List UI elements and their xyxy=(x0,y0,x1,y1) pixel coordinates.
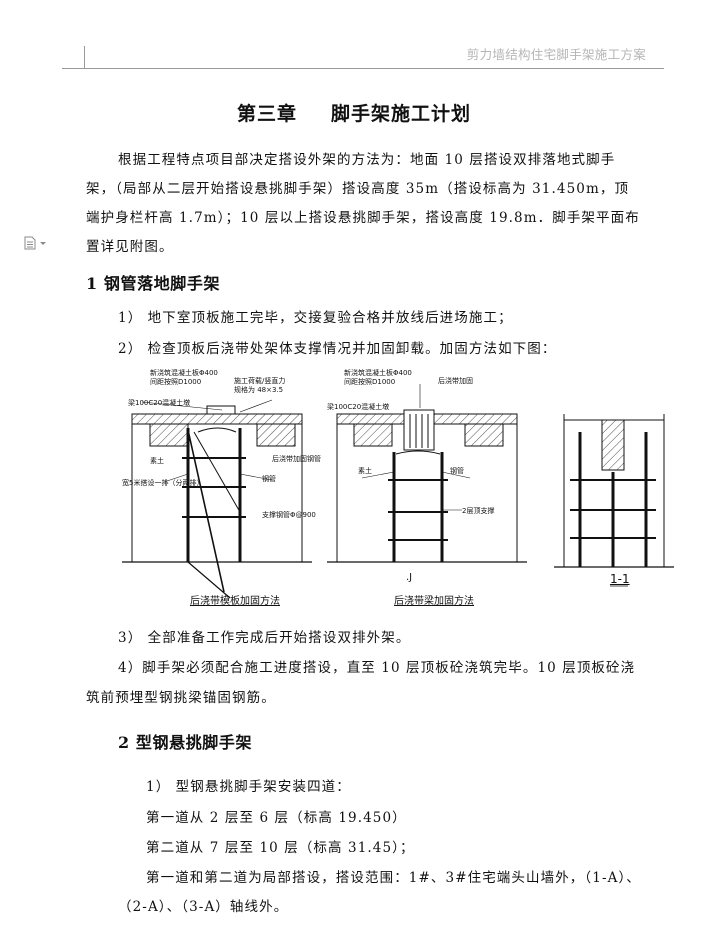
list-item: 1） 型钢悬挑脚手架安装四道： xyxy=(146,779,351,795)
figure-label: 钢管 xyxy=(262,475,276,483)
list-item: 第一道从 2 层至 6 层（标高 19.450） xyxy=(146,810,407,826)
figure-label: 钢管 xyxy=(450,467,464,475)
list-item: 筑前预埋型钢挑梁锚固钢筋。 xyxy=(86,690,276,706)
intro-line: 端护身栏杆高 1.7m）；10 层以上搭设悬挑脚手架，搭设高度 19.8m．脚手… xyxy=(86,210,640,226)
intro-line: 置详见附图。 xyxy=(86,239,174,255)
document-icon[interactable] xyxy=(24,236,48,250)
figure-label: 2层顶支撑 xyxy=(462,507,495,515)
figure-label: 后浇带加固 xyxy=(438,377,473,385)
figure-label: 素土 xyxy=(150,457,164,465)
figure-caption-left: 后浇带模板加固方法 xyxy=(190,596,280,607)
running-header: 剪力墙结构住宅脚手架施工方案 xyxy=(466,47,646,62)
figure-label: 间距按照D1000 xyxy=(344,378,396,386)
header-tick xyxy=(84,46,85,68)
section-heading-2: 2 型钢悬挑脚手架 xyxy=(118,733,253,752)
header-rule xyxy=(62,68,664,69)
figure-label: 梁100C20混凝土墩 xyxy=(327,403,390,411)
section-1-1-diagram xyxy=(554,414,674,587)
chapter-title: 第三章 脚手架施工计划 xyxy=(0,99,708,126)
list-item: 1） 地下室顶板施工完毕，交接复验合格并放线后进场施工； xyxy=(118,310,513,326)
figure-label: 规格为 48×3.5 xyxy=(234,386,284,394)
list-item: 2） 检查顶板后浇带处架体支撑情况并加固卸载。加固方法如下图： xyxy=(118,341,557,357)
section-heading-1: 1 钢管落地脚手架 xyxy=(86,274,221,293)
intro-line: 根据工程特点项目部决定搭设外架的方法为：地面 10 层搭设双排落地式脚手 xyxy=(118,152,616,168)
figure-label: 后浇带加固钢管 xyxy=(272,455,321,463)
intro-line: 架，（局部从二层开始搭设悬挑脚手架）搭设高度 35m（搭设标高为 31.450m… xyxy=(86,181,630,197)
chapter-number: 第三章 xyxy=(236,103,297,125)
figure-mark: .J xyxy=(406,572,413,583)
list-item: 第一道和第二道为局部搭设，搭设范围：1#、3#住宅端头山墙外，（1-A）、 xyxy=(146,870,641,886)
list-item: 第二道从 7 层至 10 层（标高 31.45）； xyxy=(146,840,415,856)
figure-caption-right: 1-1 xyxy=(610,572,630,586)
figure-caption-middle: 后浇带梁加固方法 xyxy=(394,596,474,607)
left-diagram xyxy=(122,399,312,599)
figure-label: 宽5米搭设一排（分两排） xyxy=(122,479,204,487)
list-item: 3） 全部准备工作完成后开始搭设双排外架。 xyxy=(118,630,411,646)
figure-label: 梁100C20混凝土墩 xyxy=(128,399,191,407)
middle-diagram xyxy=(327,384,527,563)
figure-label: 素土 xyxy=(358,467,372,475)
list-item: （2-A）、（3-A）轴线外。 xyxy=(118,899,289,915)
figure-label: 间距按照D1000 xyxy=(150,378,202,386)
figure-label: 新浇筑混凝土板Φ400 xyxy=(344,369,412,377)
reinforcement-drawing xyxy=(122,384,674,599)
chapter-name: 脚手架施工计划 xyxy=(331,103,472,125)
list-item: 4）脚手架必须配合施工进度搭设，直至 10 层顶板砼浇筑完毕。10 层顶板砼浇 xyxy=(118,660,636,676)
figure-label: 支撑钢管Φ@900 xyxy=(262,511,316,519)
figure-label: 施工荷载/竖直力 xyxy=(234,377,286,385)
reinforcement-figure: 新浇筑混凝土板Φ400 间距按照D1000 梁100C20混凝土墩 素土 钢管 … xyxy=(122,362,682,612)
figure-label: 新浇筑混凝土板Φ400 xyxy=(150,369,218,377)
